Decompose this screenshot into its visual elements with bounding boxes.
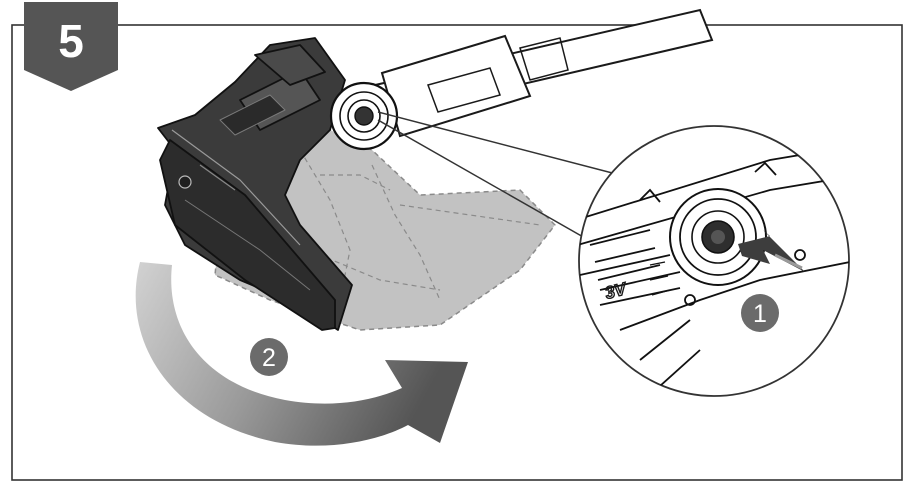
callout-2-badge: 2 xyxy=(250,338,288,376)
callout-1-badge: 1 xyxy=(741,294,779,332)
callout-1-number: 1 xyxy=(753,300,767,328)
tool-head xyxy=(157,37,353,331)
zoom-detail: 3V 1 xyxy=(578,125,850,397)
step-number: 5 xyxy=(58,15,84,67)
callout-2-number: 2 xyxy=(262,344,276,372)
zoomed-battery-cap xyxy=(669,188,767,286)
tool-shaft xyxy=(343,8,714,138)
step-badge: 5 xyxy=(24,2,118,91)
zoom-leader-lines xyxy=(377,111,621,243)
battery-cap xyxy=(329,81,399,151)
rotation-arrow xyxy=(135,262,468,446)
press-arrow xyxy=(738,230,805,272)
